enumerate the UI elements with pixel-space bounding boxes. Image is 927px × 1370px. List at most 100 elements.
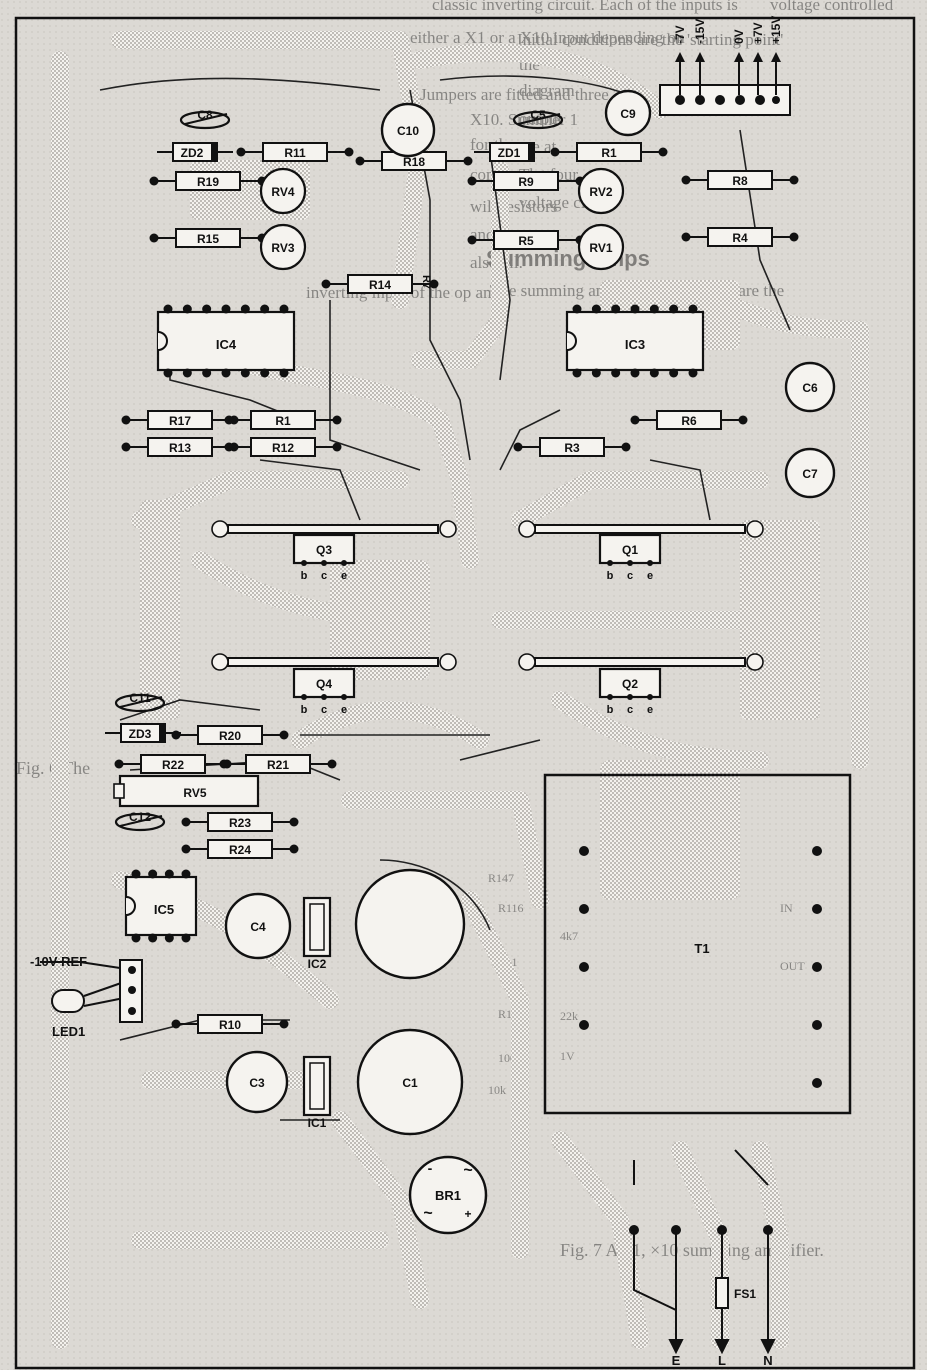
transistor-pin-b: b xyxy=(301,570,308,582)
ic-ic1: IC1 xyxy=(302,1055,332,1130)
preset-rv4: RV4 xyxy=(259,167,307,215)
resistor-r6: R6 xyxy=(630,410,748,430)
bg-text-left-2: Jumpers are fitted and three ZX1, xyxy=(420,85,648,104)
zener-zd2: ZD2 xyxy=(157,142,233,162)
mains-label-l: L xyxy=(718,1353,726,1368)
ref-label: -10V REF xyxy=(30,954,87,969)
power-connector: -7V -15V 0V +7V +15V xyxy=(659,16,791,116)
br1-ac2: ~ xyxy=(423,1205,432,1222)
ic-label: IC3 xyxy=(625,337,645,352)
zener-label: ZD1 xyxy=(498,146,521,160)
bg-text-left-3: X10. Summer 1 xyxy=(470,110,578,129)
ic-ic3: IC3 xyxy=(565,304,705,378)
resistor-label: R20 xyxy=(219,729,241,743)
capacitor-label: C8 xyxy=(197,108,213,122)
resistor-r15: R15 xyxy=(149,228,267,248)
capacitor-c1: C1 xyxy=(356,1028,464,1136)
resistor-label: R11 xyxy=(284,146,306,160)
capacitor-c5: C5 xyxy=(512,108,564,130)
resistor-label: R5 xyxy=(518,234,534,248)
preset-rv5: RV5 xyxy=(113,774,260,808)
fuse-fs1: FS1 xyxy=(715,1277,756,1309)
preset-label: RV1 xyxy=(589,241,612,255)
capacitor-label: C10 xyxy=(397,124,419,138)
bg-underlay-5: 10k xyxy=(488,1083,506,1097)
br1-plus: + xyxy=(464,1207,471,1221)
terminal-arrow-0 xyxy=(675,52,685,62)
bg-text-left-0: classic inverting circuit. Each of the i… xyxy=(432,0,738,14)
terminal-label-4: +15V xyxy=(769,16,783,44)
board-outline xyxy=(14,16,916,1370)
resistor-label: R8 xyxy=(732,174,748,188)
terminal-label-0: -7V xyxy=(673,25,687,44)
resistor-label: R18 xyxy=(403,155,425,169)
mains-label-e: E xyxy=(672,1353,681,1368)
terminal-label-1: -15V xyxy=(693,19,707,44)
resistor-r14: R14 xyxy=(321,274,439,294)
zener-label: ZD3 xyxy=(129,727,152,741)
resistor-label: R13 xyxy=(169,441,191,455)
resistor-r11: R11 xyxy=(236,142,354,162)
preset-rv2: RV2 xyxy=(577,167,625,215)
preset-label: RV4 xyxy=(271,185,294,199)
capacitor-label: C7 xyxy=(802,467,818,481)
capacitor-c10: C10 xyxy=(380,102,436,158)
capacitor-c12: C12 xyxy=(114,810,166,832)
led1: LED1 -10V REF xyxy=(30,954,143,1039)
bg-text-right-3: diagram xyxy=(519,81,575,100)
resistor-r24: R24 xyxy=(181,839,299,859)
bg-underlay-8: 1V xyxy=(560,1049,575,1063)
ic-ic2: IC2 xyxy=(302,896,332,971)
bg-underlay-9: IN xyxy=(780,901,793,915)
terminal-arrow-3 xyxy=(753,52,763,62)
capacitor-label: C5 xyxy=(530,108,546,122)
capacitor-large-unlabeled xyxy=(354,868,466,980)
terminal-arrow-2 xyxy=(734,52,744,62)
terminal-label-2: 0V xyxy=(732,29,746,44)
resistor-r8: R8 xyxy=(681,170,799,190)
r7-label: R7 xyxy=(420,275,432,289)
transistor-pin-e: e xyxy=(647,570,653,582)
transistor-pin-c: c xyxy=(321,704,327,716)
terminal-label-3: +7V xyxy=(751,22,765,44)
bg-underlay-7: 22k xyxy=(560,1009,578,1023)
resistor-label: R17 xyxy=(169,414,191,428)
resistor-label: R1 xyxy=(275,414,291,428)
bg-underlay-6: 4k7 xyxy=(560,929,578,943)
preset-label: RV3 xyxy=(271,241,294,255)
terminal-arrow-1 xyxy=(695,52,705,62)
capacitor-label: C1 xyxy=(402,1076,418,1090)
transistor-label: Q1 xyxy=(622,543,638,557)
resistor-r1: R1 xyxy=(550,142,668,162)
resistor-r18: R18 xyxy=(355,151,473,171)
transistor-pin-e: e xyxy=(341,570,347,582)
resistor-label: R3 xyxy=(564,441,580,455)
resistor-r23: R23 xyxy=(181,812,299,832)
resistor-label: R4 xyxy=(732,231,748,245)
resistor-r5: R5 xyxy=(467,230,585,250)
transistor-pin-b: b xyxy=(607,704,614,716)
resistor-r22: R22 xyxy=(114,754,232,774)
bg-underlay-0: R147 xyxy=(488,871,514,885)
br1-minus: - xyxy=(428,1160,433,1176)
resistor-r4: R4 xyxy=(681,227,799,247)
transistor-label: Q4 xyxy=(316,677,332,691)
resistor-label: R19 xyxy=(197,175,219,189)
bg-text-right-0: voltage controlled xyxy=(770,0,894,14)
capacitor-c7: C7 xyxy=(784,447,836,499)
resistor-label: R22 xyxy=(162,758,184,772)
resistor-r19: R19 xyxy=(149,171,267,191)
resistor-label: R14 xyxy=(369,278,391,292)
ic-label: IC4 xyxy=(216,337,237,352)
preset-label: RV2 xyxy=(589,185,612,199)
zener-zd1: ZD1 xyxy=(474,142,550,162)
resistor-r3: R3 xyxy=(513,437,631,457)
resistor-label: R23 xyxy=(229,816,251,830)
mains-label-n: N xyxy=(763,1353,772,1368)
capacitor-label: C4 xyxy=(250,920,266,934)
